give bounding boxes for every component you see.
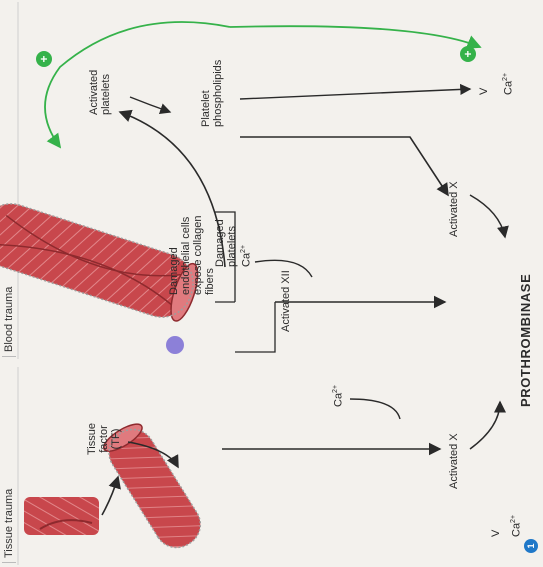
bracket-to-xii xyxy=(235,302,275,352)
damaged-site xyxy=(166,336,184,354)
label-platelet-phospholipids: Platelet phospholipids xyxy=(200,60,224,127)
ca-bottom-right-charge: 2+ xyxy=(502,73,509,81)
header-blood-trauma: Blood trauma xyxy=(2,287,16,357)
damaged-platelets-line2: platelets xyxy=(226,219,238,267)
label-prothrombinase: PROTHROMBINASE xyxy=(520,274,532,407)
tissue-factor-line1: Tissue xyxy=(86,423,98,455)
label-ca-bottom-right: Ca2+ xyxy=(500,73,515,95)
ca-bottom-right-text: Ca xyxy=(503,81,515,95)
ca-bottom-left-text: Ca xyxy=(511,523,523,537)
phospholipids-line1: Platelet xyxy=(200,60,212,127)
damaged-platelets-line1: Damaged xyxy=(214,219,226,267)
tissue-factor-line2: factor xyxy=(98,423,110,455)
label-ca-bottom-left: Ca2+ xyxy=(508,515,523,537)
activated-platelets-line2: platelets xyxy=(100,70,112,115)
ca-arrow-left xyxy=(350,399,400,419)
endothelial-line1: Damaged xyxy=(168,215,180,295)
label-v-right: V xyxy=(478,88,490,95)
label-activated-x-right: Activated X xyxy=(448,181,460,237)
header-tissue-trauma: Tissue trauma xyxy=(2,489,16,563)
arrow-platelets-to-phospholipids xyxy=(130,97,170,112)
arrow-strip-to-tf xyxy=(102,477,118,515)
ca-right-text: Ca xyxy=(241,253,253,267)
label-damaged-endothelial: Damaged endothelial cells expose collage… xyxy=(168,215,216,295)
arrow-left-to-prothrombinase xyxy=(470,402,500,449)
phospholipids-line2: phospholipids xyxy=(212,60,224,127)
ca-right-charge: 2+ xyxy=(240,245,247,253)
tissue-strip xyxy=(24,497,99,535)
arrow-phospholipids-to-x xyxy=(240,137,448,195)
label-damaged-platelets: Damaged platelets xyxy=(214,219,238,267)
tissue-factor-line3: (TF) xyxy=(110,423,122,455)
label-ca-right: Ca2+ xyxy=(238,245,253,267)
feedback-plus-icon-lower: + xyxy=(460,46,476,62)
arrow-right-to-prothrombinase xyxy=(470,195,505,237)
arrow-phospholipids-to-v xyxy=(240,89,470,99)
ca-left-charge: 2+ xyxy=(332,385,339,393)
label-activated-x-left: Activated X xyxy=(448,433,460,489)
label-activated-xii: Activated XII xyxy=(280,270,292,332)
label-v-left: V xyxy=(490,530,502,537)
feedback-loop-bottom xyxy=(230,26,480,47)
endothelial-line3: expose collagen xyxy=(192,215,204,295)
feedback-plus-icon: + xyxy=(36,51,52,67)
ca-bottom-left-charge: 2+ xyxy=(510,515,517,523)
step-badge-1: 1 xyxy=(524,539,538,553)
endothelial-line2: endothelial cells xyxy=(180,215,192,295)
label-ca-left: Ca2+ xyxy=(330,385,345,407)
label-tissue-factor: Tissue factor (TF) xyxy=(86,423,122,455)
activated-platelets-line1: Activated xyxy=(88,70,100,115)
ca-left-text: Ca xyxy=(333,393,345,407)
label-activated-platelets: Activated platelets xyxy=(88,70,112,115)
